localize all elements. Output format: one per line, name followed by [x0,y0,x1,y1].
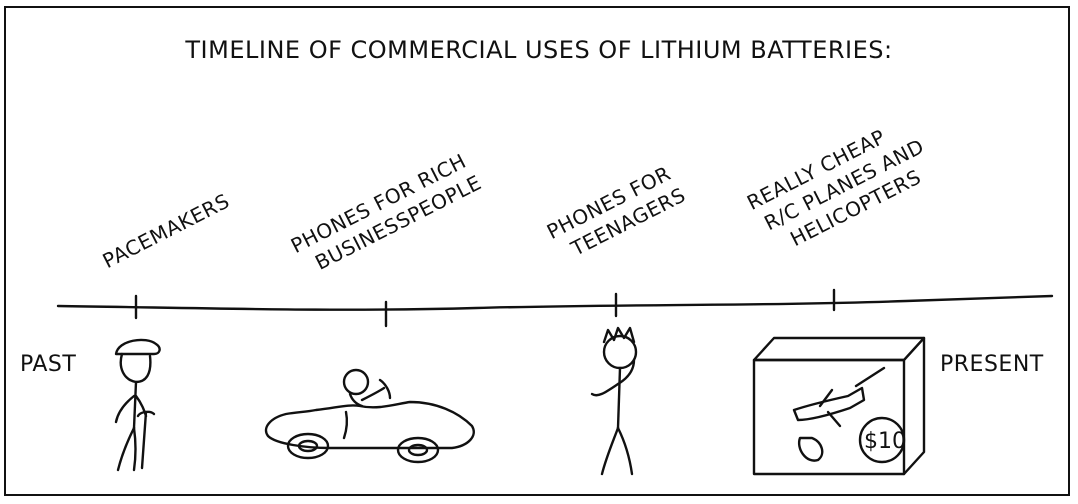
comic-artwork: $10 [6,8,1072,498]
convertible-car [266,370,474,462]
price-label: $10 [864,429,906,454]
timeline-axis [58,296,1052,310]
toy-box: $10 [754,338,924,474]
old-man-figure [116,340,160,470]
teenager-figure [592,328,636,474]
comic-panel: TIMELINE OF COMMERCIAL USES OF LITHIUM B… [4,6,1070,496]
